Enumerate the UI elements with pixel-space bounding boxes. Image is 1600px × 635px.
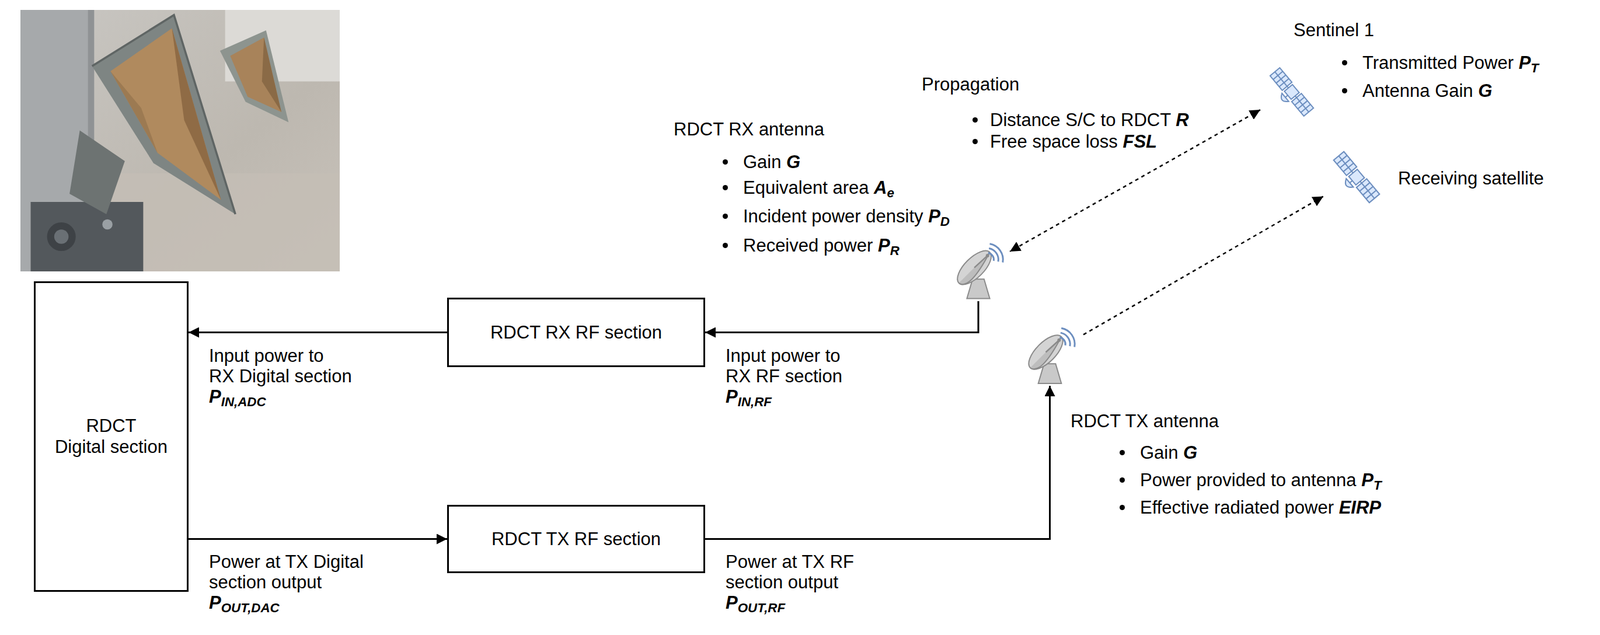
satellite-icon bbox=[1323, 137, 1390, 217]
signal-label: Power at TX Digital section output POUT,… bbox=[208, 551, 364, 613]
symbol: FSL bbox=[1123, 131, 1158, 152]
node-heading: RDCT RX antenna bbox=[673, 119, 825, 141]
radio-link bbox=[1083, 196, 1324, 335]
symbol-subscript: IN,ADC bbox=[221, 394, 267, 410]
signal-label: Input power to RX Digital section PIN,AD… bbox=[208, 345, 352, 407]
symbol: PT bbox=[1518, 52, 1539, 73]
box-text: RDCT TX RF section bbox=[491, 528, 661, 550]
box-text: RDCT RX RF section bbox=[490, 322, 662, 344]
process-box: RDCT TX RF section bbox=[447, 504, 706, 574]
node-heading: RDCT TX antenna bbox=[1070, 410, 1219, 432]
bullet-item: Effective radiated power EIRP bbox=[1140, 497, 1382, 519]
process-box: RDCT RX RF section bbox=[447, 297, 706, 368]
satellite-icon bbox=[1260, 53, 1324, 131]
symbol: PD bbox=[928, 206, 950, 227]
bullet-dot bbox=[1341, 60, 1348, 66]
symbol: EIRP bbox=[1339, 497, 1382, 518]
dish-shape bbox=[1023, 329, 1069, 384]
bullet-item: Incident power density PD bbox=[743, 206, 950, 228]
symbol-subscript: T bbox=[1530, 60, 1539, 76]
symbol: Ae bbox=[873, 177, 895, 198]
dish-antenna-icon bbox=[946, 237, 1010, 302]
photo-content bbox=[20, 9, 340, 272]
symbol-subscript: OUT,DAC bbox=[221, 600, 280, 616]
satellite-shape bbox=[1265, 67, 1314, 121]
satellite-node: Receiving satellite bbox=[1323, 137, 1390, 217]
bullet-dot bbox=[1119, 504, 1125, 511]
bullet-dot bbox=[972, 117, 978, 123]
bullet-item: Antenna Gain G bbox=[1362, 80, 1493, 102]
symbol-subscript: T bbox=[1373, 478, 1382, 493]
symbol: PT bbox=[1361, 469, 1382, 491]
symbol: G bbox=[786, 151, 801, 173]
antenna-node: RDCT TX antennaGain GPower provided to a… bbox=[1016, 322, 1084, 386]
symbol: POUT,RF bbox=[725, 592, 786, 613]
signal-arrow bbox=[705, 301, 979, 333]
radio-waves bbox=[1059, 328, 1075, 347]
symbol: PIN,RF bbox=[725, 386, 772, 407]
bullet-dot bbox=[1341, 88, 1348, 94]
symbol: G bbox=[1183, 442, 1198, 463]
symbol-subscript: R bbox=[890, 243, 900, 259]
symbol-subscript: IN,RF bbox=[737, 394, 772, 410]
bullet-dot bbox=[1119, 477, 1125, 483]
signal-arrow bbox=[188, 538, 448, 540]
bullet-item: Received power PR bbox=[743, 235, 900, 257]
bullet-item: Transmitted Power PT bbox=[1362, 52, 1539, 74]
satellite-node: Sentinel 1Transmitted Power PTAntenna Ga… bbox=[1260, 53, 1324, 131]
bullet-dot bbox=[722, 159, 728, 165]
signal-label: Power at TX RF section output POUT,RF bbox=[725, 551, 854, 613]
antenna-photo bbox=[20, 9, 340, 272]
symbol: PIN,ADC bbox=[208, 386, 267, 407]
symbol: POUT,DAC bbox=[208, 592, 280, 613]
signal-arrow bbox=[705, 385, 1051, 540]
bullet-item: Free space loss FSL bbox=[990, 131, 1157, 152]
symbol: PR bbox=[877, 235, 900, 256]
box-text: RDCT Digital section bbox=[54, 415, 168, 458]
antenna-node: RDCT RX antennaGain GEquivalent area AeI… bbox=[946, 237, 1010, 302]
bullet-dot bbox=[722, 213, 728, 219]
symbol-subscript: e bbox=[886, 185, 894, 201]
satellite-shape bbox=[1328, 151, 1380, 208]
signal-arrow bbox=[188, 331, 448, 334]
bullet-dot bbox=[1119, 450, 1125, 456]
dish-antenna-icon bbox=[1016, 322, 1084, 386]
bullet-item: Gain G bbox=[1140, 442, 1198, 464]
signal-label: Input power to RX RF section PIN,RF bbox=[725, 345, 843, 407]
symbol-subscript: OUT,RF bbox=[737, 600, 786, 616]
bullet-dot bbox=[722, 242, 728, 249]
section-heading: Propagation bbox=[921, 74, 1020, 95]
bullet-item: Gain G bbox=[743, 151, 801, 173]
bullet-dot bbox=[972, 138, 978, 145]
symbol: R bbox=[1175, 109, 1189, 131]
bullet-dot bbox=[722, 185, 728, 191]
dish-shape bbox=[952, 245, 997, 299]
bullet-item: Distance S/C to RDCT R bbox=[990, 109, 1190, 131]
symbol-subscript: D bbox=[940, 214, 950, 229]
node-heading: Sentinel 1 bbox=[1293, 19, 1375, 41]
bullet-item: Power provided to antenna PT bbox=[1140, 469, 1382, 491]
bullet-item: Equivalent area Ae bbox=[743, 177, 895, 199]
symbol: G bbox=[1478, 80, 1493, 101]
process-box: RDCT Digital section bbox=[33, 281, 189, 592]
radio-waves bbox=[988, 243, 1003, 263]
node-heading: Receiving satellite bbox=[1398, 168, 1544, 190]
